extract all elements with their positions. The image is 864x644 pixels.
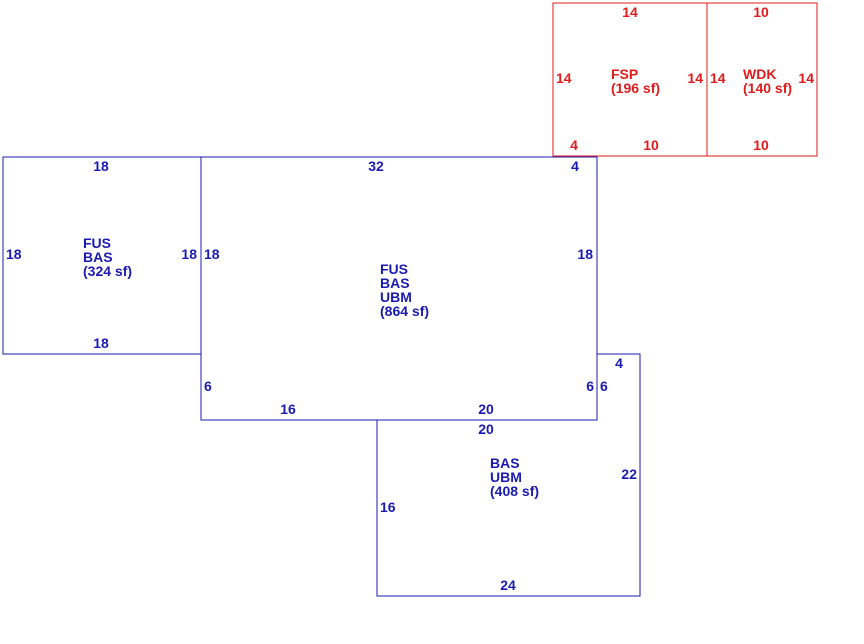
wdk-area: 10 14 14 10 WDK (140 sf) — [706, 2, 818, 157]
lower-label-bas: BAS — [490, 455, 520, 471]
main-label-fus: FUS — [380, 261, 408, 277]
main-left-lower-dimension: 6 — [204, 378, 212, 394]
fsp-label: FSP — [611, 66, 638, 82]
lower-right-dimension: 22 — [621, 466, 637, 482]
left-wing-label-fus: FUS — [83, 235, 111, 251]
left-wing-top-dimension: 18 — [93, 158, 109, 174]
fsp-right-dimension: 14 — [687, 70, 703, 86]
fsp-area: 14 14 14 4 10 FSP (196 sf) — [552, 2, 708, 157]
main-label-bas: BAS — [380, 275, 410, 291]
lower-top-dimension: 20 — [478, 421, 494, 437]
left-wing-bottom-dimension: 18 — [93, 335, 109, 351]
wdk-right-dimension: 14 — [798, 70, 814, 86]
wdk-left-dimension: 14 — [710, 70, 726, 86]
main-left-dimension: 18 — [204, 246, 220, 262]
main-area: 32 4 18 18 6 6 16 20 FUS BAS UBM (864 sf… — [200, 156, 598, 421]
wdk-square-feet: (140 sf) — [743, 80, 792, 96]
lower-area: 20 4 6 16 22 24 BAS UBM (408 sf) — [376, 353, 641, 597]
fsp-bottom-left-dimension: 4 — [570, 137, 578, 153]
main-right-lower-dimension: 6 — [586, 378, 594, 394]
lower-top-right-dimension: 4 — [615, 355, 623, 371]
wdk-label: WDK — [743, 66, 776, 82]
main-right-dimension: 18 — [577, 246, 593, 262]
main-outline — [200, 156, 598, 421]
wdk-bottom-dimension: 10 — [753, 137, 769, 153]
wdk-outline — [706, 2, 818, 157]
fsp-left-dimension: 14 — [556, 70, 572, 86]
fsp-bottom-dimension: 10 — [643, 137, 659, 153]
main-top-right-dimension: 4 — [571, 158, 579, 174]
left-wing-area: 18 18 18 18 FUS BAS (324 sf) — [2, 156, 202, 355]
wdk-top-dimension: 10 — [753, 4, 769, 20]
left-wing-label-bas: BAS — [83, 249, 113, 265]
lower-bottom-dimension: 24 — [500, 577, 516, 593]
main-square-feet: (864 sf) — [380, 303, 429, 319]
lower-square-feet: (408 sf) — [490, 483, 539, 499]
lower-left-dimension: 16 — [380, 499, 396, 515]
fsp-square-feet: (196 sf) — [611, 80, 660, 96]
fsp-top-dimension: 14 — [622, 4, 638, 20]
main-bottom-right-dimension: 20 — [478, 401, 494, 417]
lower-right-upper-dimension: 6 — [600, 378, 608, 394]
left-wing-right-dimension: 18 — [181, 246, 197, 262]
lower-label-ubm: UBM — [490, 469, 522, 485]
main-bottom-left-dimension: 16 — [280, 401, 296, 417]
left-wing-square-feet: (324 sf) — [83, 263, 132, 279]
left-wing-left-dimension: 18 — [6, 246, 22, 262]
main-top-dimension: 32 — [368, 158, 384, 174]
lower-outline — [376, 353, 641, 597]
main-label-ubm: UBM — [380, 289, 412, 305]
